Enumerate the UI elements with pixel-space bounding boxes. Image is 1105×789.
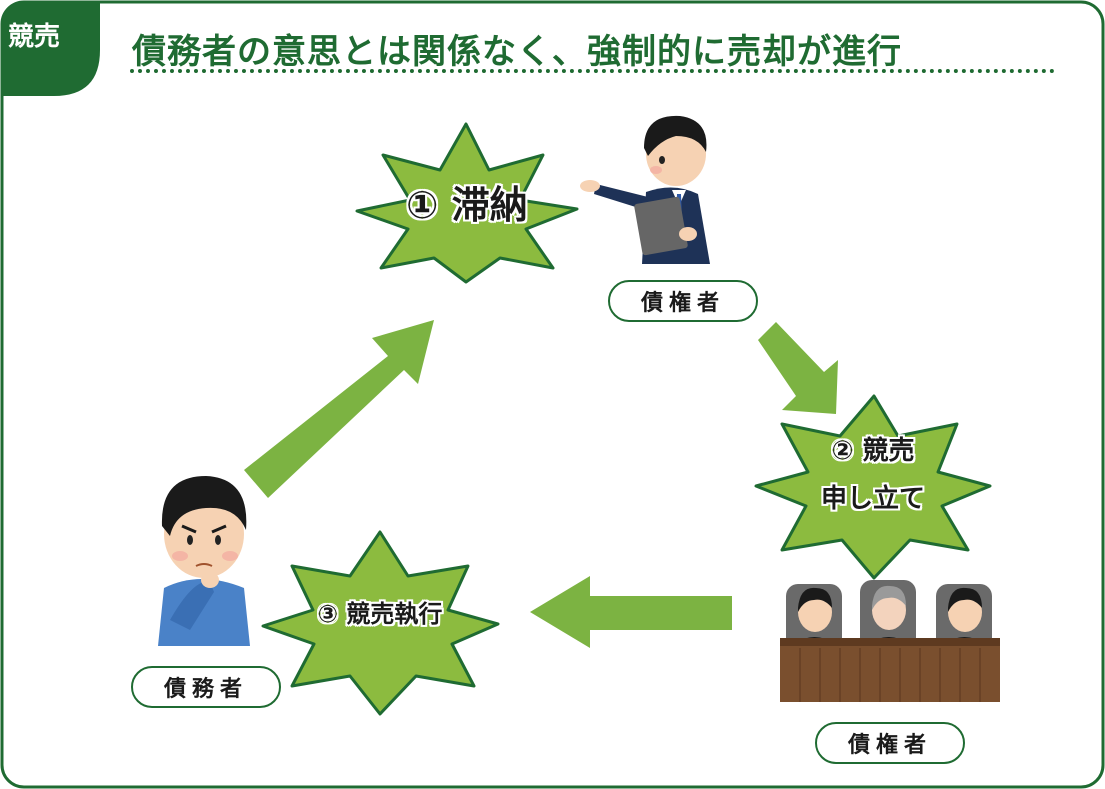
debtor-label: 債務者 [131, 666, 281, 708]
arrow-debtor-to-delinquency [244, 320, 434, 498]
arrow-court-to-execution [530, 576, 732, 648]
debtor-worried-illustration [158, 476, 250, 646]
corner-badge-shape [2, 2, 100, 96]
creditor-label-bottom: 債権者 [815, 722, 965, 764]
step1-label: ① 滞納 [406, 183, 528, 227]
court-judges-illustration [780, 580, 1000, 702]
burst-delinquency [355, 122, 579, 284]
creditor-label-top: 債権者 [608, 280, 758, 322]
page-title: 債務者の意思とは関係なく、強制的に売却が進行 [132, 32, 902, 72]
burst-auction-petition [754, 394, 992, 580]
step2-label-line2: 申し立て [820, 484, 925, 514]
arrow-creditor-to-petition [758, 322, 838, 414]
title-underline [130, 69, 1055, 73]
creditor-businessman-illustration [580, 115, 710, 264]
step3-label: ③ 競売執行 [317, 600, 443, 628]
step2-label-line1: ② 競売 [831, 436, 915, 466]
burst-auction-execution [261, 530, 500, 716]
corner-label: 競売 [8, 22, 61, 52]
